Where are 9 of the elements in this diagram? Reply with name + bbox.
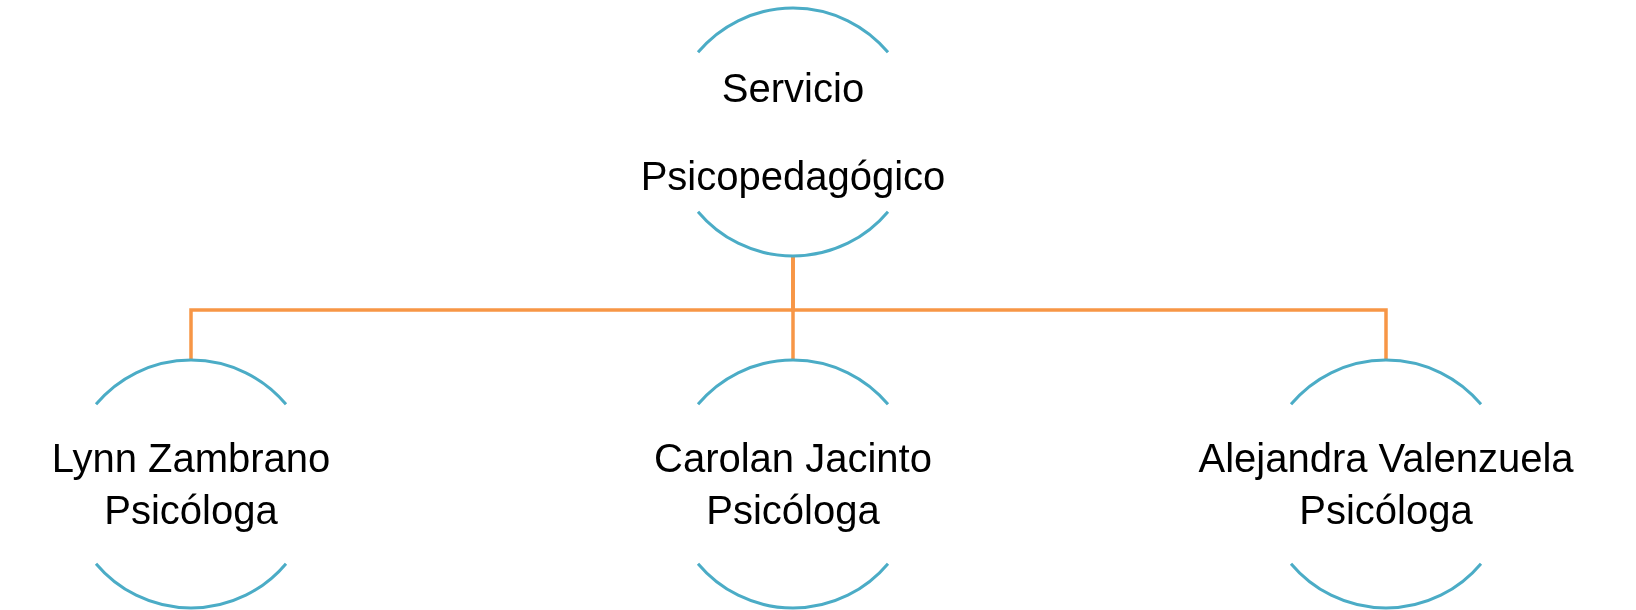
node-text: Alejandra Valenzuela <box>1198 435 1574 482</box>
node-text: Psicóloga <box>1299 487 1473 534</box>
node-text: Psicóloga <box>706 487 880 534</box>
node-text: Psicóloga <box>104 487 278 534</box>
connector-line <box>791 256 1388 360</box>
node-text: Lynn Zambrano <box>51 435 331 482</box>
node-text: Servicio Psicopedagógico <box>640 65 946 200</box>
node-text: Carolan Jacinto <box>654 435 932 482</box>
circle-node <box>643 8 943 256</box>
